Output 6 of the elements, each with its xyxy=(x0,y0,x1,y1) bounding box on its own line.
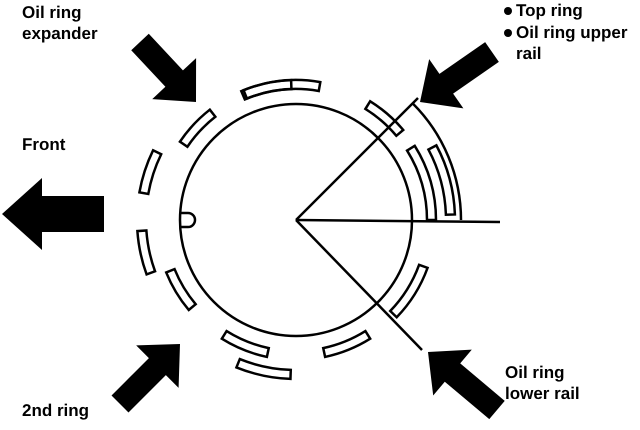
part-label: Front xyxy=(22,134,66,155)
part-label: Oil ring lower rail xyxy=(505,362,581,404)
part-label: Oil ring expander xyxy=(22,2,99,44)
part-label: 2nd ring xyxy=(22,400,90,421)
part-label: Top ring xyxy=(516,0,583,21)
part-label: Oil ring upper rail xyxy=(516,22,628,64)
